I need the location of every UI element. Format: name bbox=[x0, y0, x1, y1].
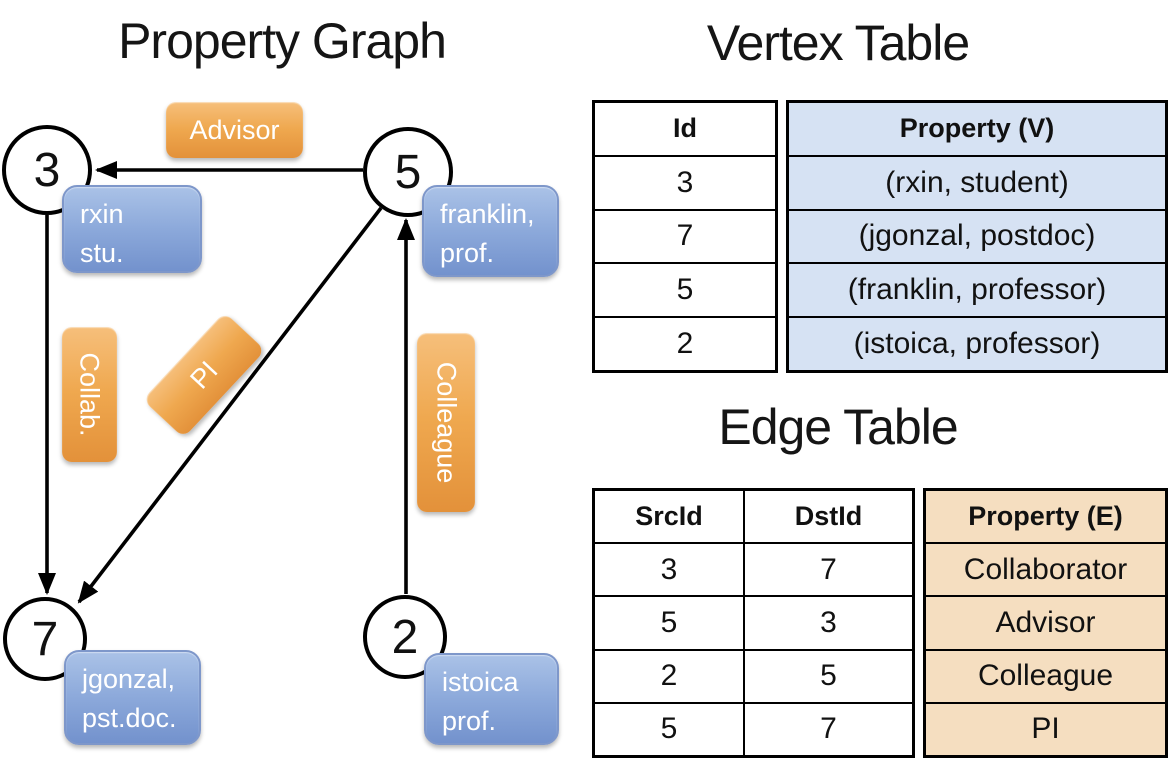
graph-edges bbox=[38, 161, 415, 604]
edge-table-cell: 5 bbox=[745, 650, 912, 702]
vertex-table-property-column: Property (V) (rxin, student) (jgonzal, p… bbox=[786, 100, 1168, 373]
vertex-label-franklin-line1: franklin, bbox=[440, 199, 535, 229]
edge-table-header-property: Property (E) bbox=[926, 491, 1165, 543]
vertex-table-cell: 3 bbox=[595, 156, 775, 209]
edge-table-cell: Advisor bbox=[926, 597, 1165, 649]
edge-table-cell: 2 bbox=[595, 650, 743, 702]
vertex-label-istoica-line2: prof. bbox=[442, 706, 497, 737]
node-7-id: 7 bbox=[31, 612, 59, 666]
node-3-id: 3 bbox=[33, 143, 61, 197]
vertex-label-jgonzal-line2: pst.doc. bbox=[82, 703, 177, 734]
vertex-label-jgonzal-line1: jgonzal, bbox=[82, 664, 176, 694]
vertex-table-cell: 5 bbox=[595, 264, 775, 317]
node-5-id: 5 bbox=[394, 145, 422, 199]
edge-label-collab: Collab. bbox=[62, 327, 117, 462]
vertex-table-id-column: Id 3 7 5 2 bbox=[592, 100, 778, 373]
vertex-table-title: Vertex Table bbox=[706, 15, 970, 71]
vertex-label-rxin: rxin stu. bbox=[62, 185, 202, 273]
graph-node-2: 2 bbox=[363, 595, 447, 679]
edge-label-advisor-text: Advisor bbox=[189, 114, 280, 145]
vertex-table-cell: (franklin, professor) bbox=[789, 264, 1165, 317]
vertex-label-jgonzal: jgonzal, pst.doc. bbox=[64, 650, 201, 745]
vertex-label-franklin: franklin, prof. bbox=[422, 185, 559, 277]
edge-table-cell: 5 bbox=[595, 703, 743, 755]
edge-label-colleague: Colleague bbox=[417, 333, 475, 512]
vertex-table-cell: (jgonzal, postdoc) bbox=[789, 210, 1165, 263]
edge-table-cell: 7 bbox=[745, 703, 912, 755]
vertex-label-rxin-line2: stu. bbox=[80, 238, 124, 269]
edge-table-header-srcid: SrcId bbox=[595, 491, 743, 543]
edge-table-cell: 7 bbox=[745, 544, 912, 596]
vertex-table-cell: (istoica, professor) bbox=[789, 318, 1165, 370]
node-2-id: 2 bbox=[391, 610, 419, 664]
graph-node-5: 5 bbox=[363, 127, 453, 217]
edge-table-cell: 3 bbox=[595, 544, 743, 596]
edge-table-id-columns: SrcId DstId 3 7 5 3 2 5 5 7 bbox=[592, 488, 915, 758]
edge-label-advisor: Advisor bbox=[166, 102, 303, 158]
edge-label-pi-text: PI bbox=[183, 355, 224, 395]
edge-table-header-dstid: DstId bbox=[745, 491, 912, 543]
edge-table-cell: PI bbox=[926, 703, 1165, 755]
vertex-table-cell: (rxin, student) bbox=[789, 156, 1165, 209]
edge-table-property-column: Property (E) Collaborator Advisor Collea… bbox=[923, 488, 1168, 758]
edge-table-title: Edge Table bbox=[718, 399, 958, 455]
vertex-table-cell: 7 bbox=[595, 210, 775, 263]
vertex-label-franklin-line2: prof. bbox=[440, 238, 495, 269]
vertex-label-istoica-line1: istoica bbox=[442, 667, 519, 697]
edge-table-cell: Colleague bbox=[926, 650, 1165, 702]
edge-table-cell: 3 bbox=[745, 597, 912, 649]
vertex-label-rxin-line1: rxin bbox=[80, 199, 124, 229]
vertex-table-header-id: Id bbox=[595, 103, 775, 155]
vertex-table-cell: 2 bbox=[595, 318, 775, 370]
edge-5-to-7 bbox=[77, 206, 383, 604]
edge-label-colleague-text: Colleague bbox=[431, 361, 462, 484]
edge-table-cell: Collaborator bbox=[926, 544, 1165, 596]
vertex-label-istoica: istoica prof. bbox=[424, 653, 559, 745]
vertex-table-header-property: Property (V) bbox=[789, 103, 1165, 155]
property-graph-title: Property Graph bbox=[118, 13, 447, 69]
edge-label-collab-text: Collab. bbox=[75, 352, 106, 437]
edge-table-cell: 5 bbox=[595, 597, 743, 649]
